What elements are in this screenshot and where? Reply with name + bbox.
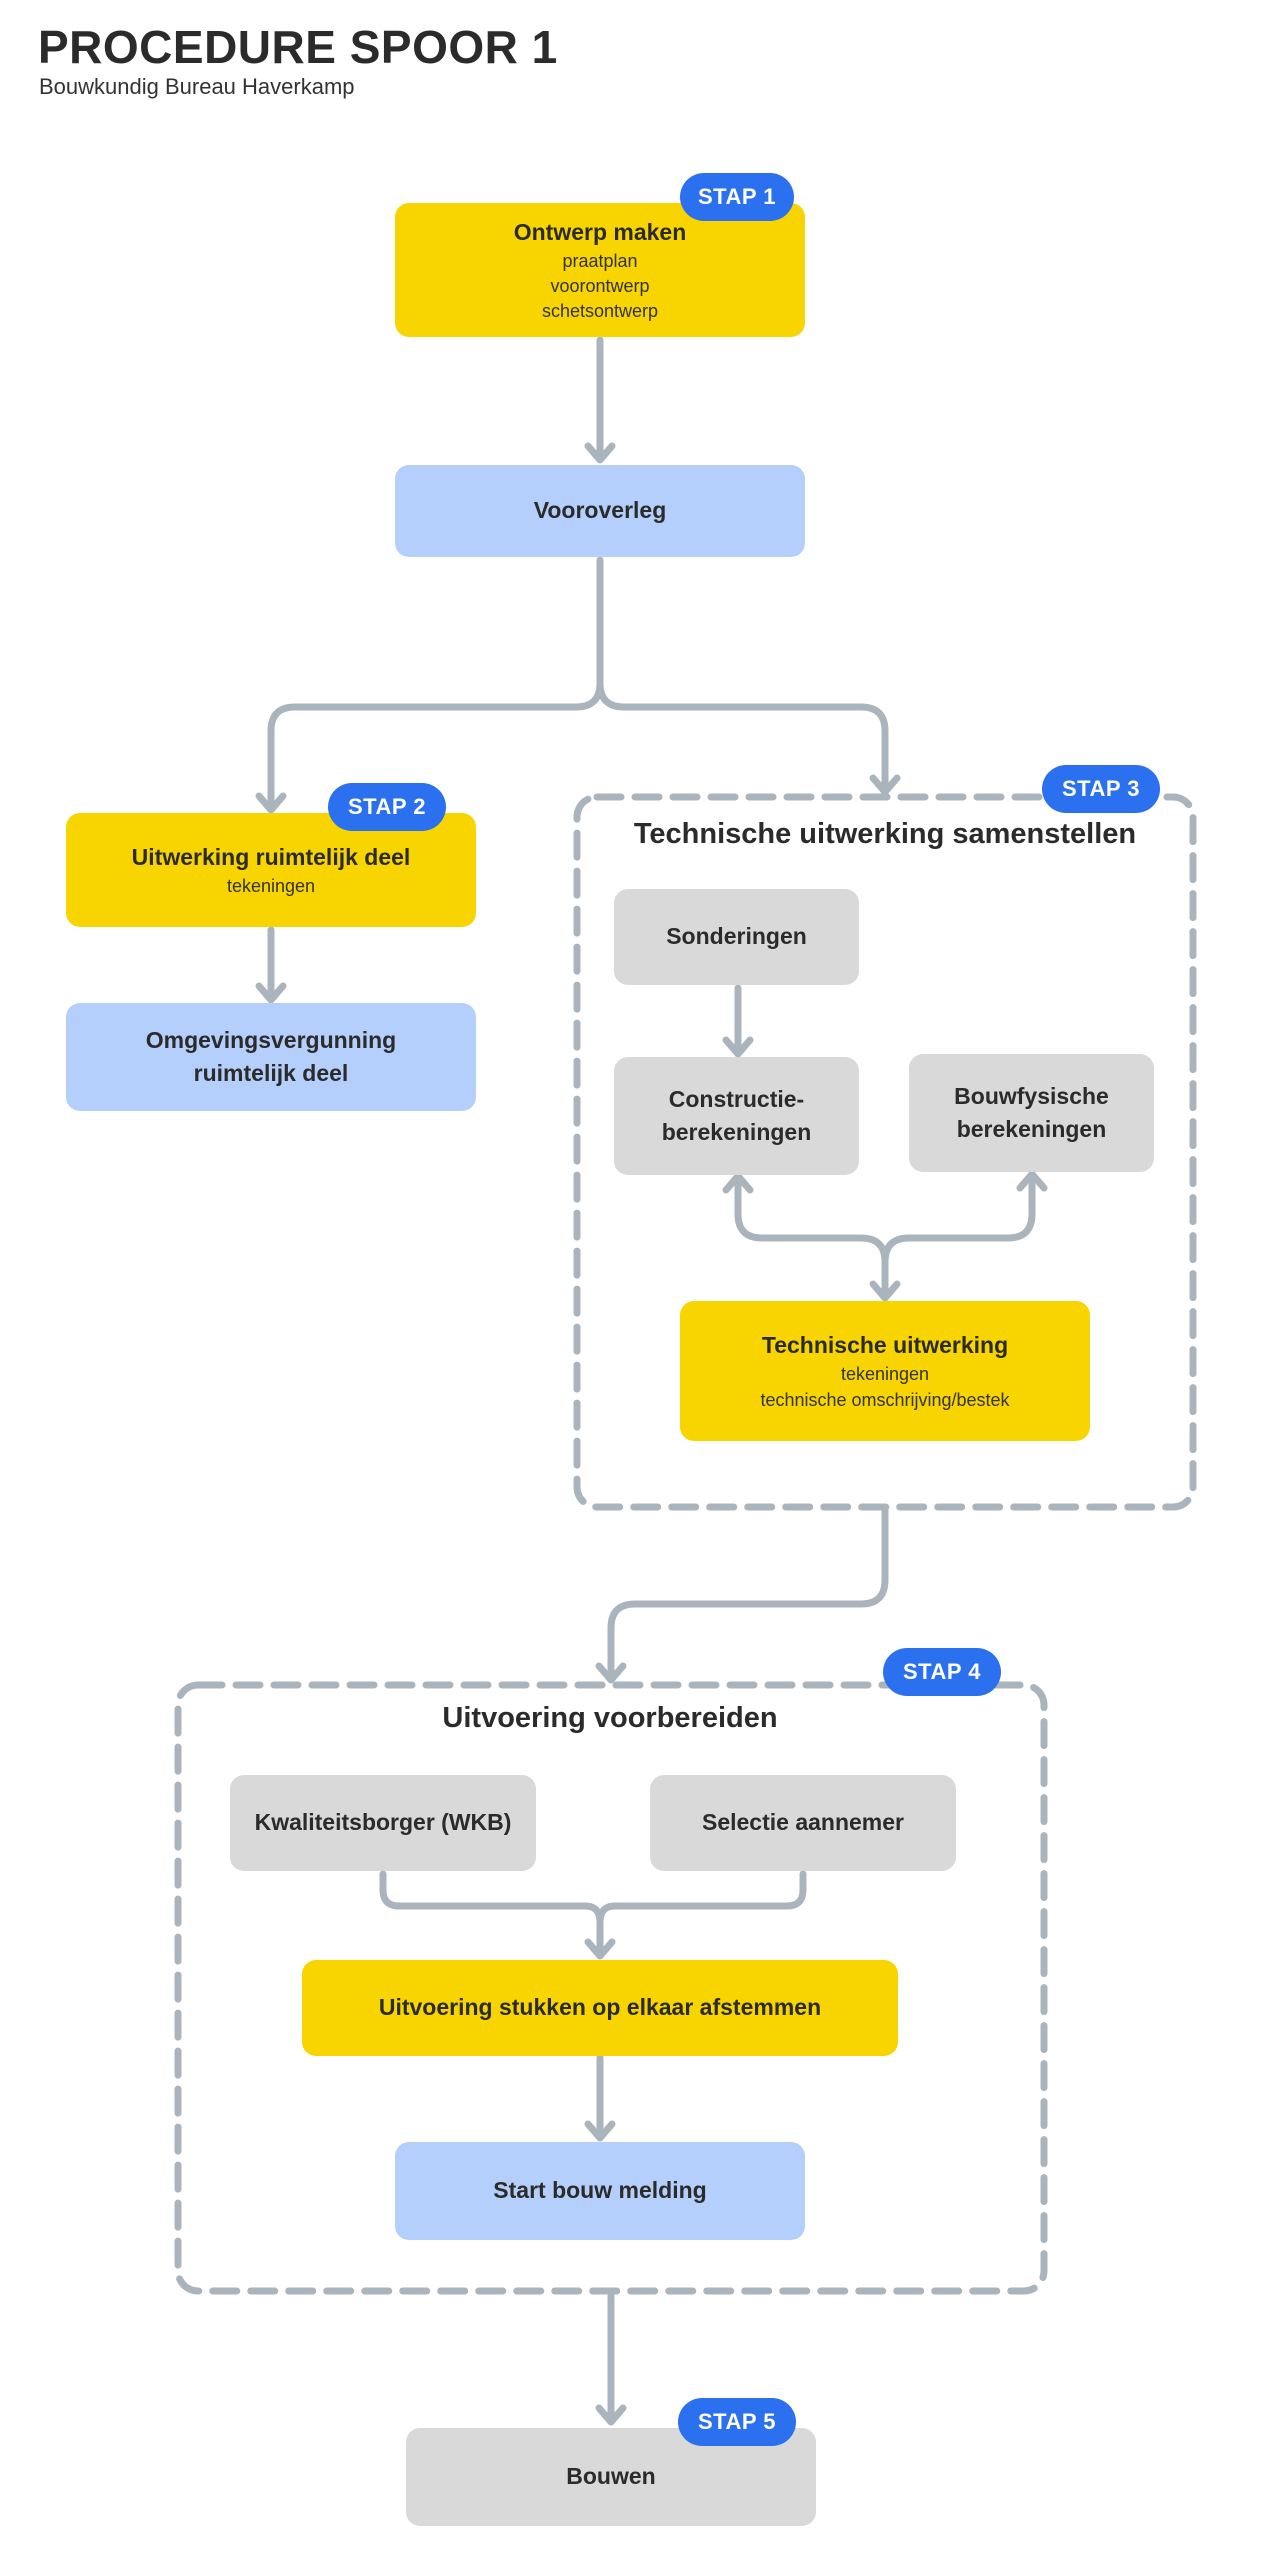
arrowhead-constructie-up bbox=[722, 1172, 754, 1194]
node-ontwerp-line: schetsontwerp bbox=[541, 301, 659, 322]
connector-vooroverleg-stap2 bbox=[267, 556, 604, 812]
node-constructie-line2: berekeningen bbox=[661, 1119, 812, 1145]
node-kwaliteitsborger-title: Kwaliteitsborger (WKB) bbox=[254, 1809, 512, 1836]
node-bouwfysische: Bouwfysische berekeningen bbox=[909, 1054, 1154, 1172]
node-constructie-line1: Constructie- bbox=[668, 1085, 805, 1112]
node-constructie: Constructie- berekeningen bbox=[614, 1057, 859, 1175]
node-ontwerp-line: praatplan bbox=[562, 250, 638, 271]
node-bouwfysische-line1: Bouwfysische bbox=[954, 1082, 1109, 1109]
node-uitwerking-ruimtelijk: Uitwerking ruimtelijk deel tekeningen bbox=[66, 813, 476, 927]
group-title-stap3: Technische uitwerking samenstellen bbox=[633, 818, 1137, 850]
node-uitvoering-title: Uitvoering stukken op elkaar afstemmen bbox=[378, 1994, 822, 2021]
arrowhead-tu-down bbox=[869, 1280, 901, 1302]
node-technische-line: tekeningen bbox=[840, 1364, 930, 1385]
arrowhead-bouwen bbox=[595, 2404, 627, 2426]
group-border-stap4 bbox=[174, 1681, 1048, 2295]
node-sonderingen: Sonderingen bbox=[614, 889, 859, 985]
node-selectie-aannemer: Selectie aannemer bbox=[650, 1775, 956, 1871]
node-startbouw-title: Start bouw melding bbox=[493, 2177, 707, 2204]
node-technische-uitwerking: Technische uitwerking tekeningen technis… bbox=[680, 1301, 1090, 1441]
page-subtitle: Bouwkundig Bureau Haverkamp bbox=[39, 74, 355, 99]
arrowhead-startbouw bbox=[584, 2120, 616, 2142]
connector-tu-bouwfysisch bbox=[881, 1172, 1036, 1266]
arrowhead-constructie bbox=[722, 1036, 754, 1058]
node-vooroverleg-title: Vooroverleg bbox=[533, 497, 667, 524]
node-technische-line: technische omschrijving/bestek bbox=[760, 1389, 1010, 1410]
node-start-bouw-melding: Start bouw melding bbox=[395, 2142, 805, 2240]
node-kwaliteitsborger: Kwaliteitsborger (WKB) bbox=[230, 1775, 536, 1871]
badge-stap2: STAP 2 bbox=[328, 783, 446, 831]
node-omgevingsvergunning: Omgevingsvergunning ruimtelijk deel bbox=[66, 1003, 476, 1111]
arrowhead-bouwfysisch-up bbox=[1016, 1170, 1048, 1192]
node-selectie-title: Selectie aannemer bbox=[701, 1809, 904, 1836]
node-uitwerking-sub: tekeningen bbox=[226, 876, 316, 897]
node-ontwerp-maken: Ontwerp maken praatplan voorontwerp sche… bbox=[395, 203, 805, 337]
node-uitwerking-title: Uitwerking ruimtelijk deel bbox=[131, 843, 411, 870]
arrowhead-stap3 bbox=[869, 774, 901, 796]
arrowhead-vooroverleg bbox=[584, 442, 616, 464]
badge-stap3: STAP 3 bbox=[1042, 765, 1160, 813]
node-ontwerp-line: voorontwerp bbox=[550, 276, 650, 297]
node-sonderingen-title: Sonderingen bbox=[666, 923, 807, 950]
arrowhead-stap2 bbox=[255, 792, 287, 814]
arrowhead-uitvoering bbox=[584, 1938, 616, 1960]
group-title-stap4: Uitvoering voorbereiden bbox=[442, 1702, 778, 1734]
node-vooroverleg: Vooroverleg bbox=[395, 465, 805, 557]
connector-selectie-uitvoering bbox=[596, 1870, 807, 1926]
connector-kwaliteit-uitvoering bbox=[379, 1870, 604, 1958]
node-omgeving-line2: ruimtelijk deel bbox=[193, 1060, 349, 1086]
node-uitvoering-stukken: Uitvoering stukken op elkaar afstemmen bbox=[302, 1960, 898, 2056]
node-bouwen-title: Bouwen bbox=[566, 2463, 656, 2490]
connector-vooroverleg-stap3 bbox=[596, 679, 889, 794]
connector-stap3-stap4 bbox=[607, 1506, 889, 1682]
badge-stap4: STAP 4 bbox=[883, 1648, 1001, 1696]
node-technische-title: Technische uitwerking bbox=[761, 1332, 1009, 1359]
arrowhead-omgeving bbox=[255, 982, 287, 1004]
node-omgeving-line1: Omgevingsvergunning bbox=[145, 1026, 397, 1053]
node-ontwerp-title: Ontwerp maken bbox=[513, 218, 687, 245]
badge-stap1: STAP 1 bbox=[680, 173, 794, 221]
connector-tu-constructie bbox=[734, 1174, 889, 1302]
node-bouwfysische-line2: berekeningen bbox=[956, 1116, 1107, 1142]
arrowhead-stap4 bbox=[595, 1662, 627, 1684]
badge-stap5: STAP 5 bbox=[678, 2398, 796, 2446]
page-title: PROCEDURE SPOOR 1 bbox=[38, 21, 558, 73]
